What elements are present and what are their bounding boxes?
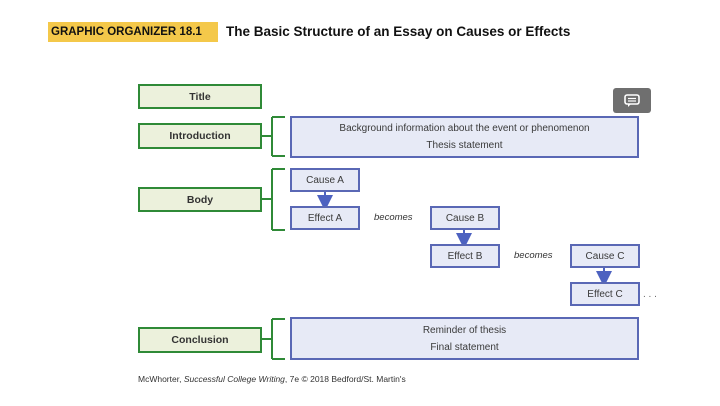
source-credit: McWhorter, Successful College Writing, 7… bbox=[138, 374, 406, 384]
body-box: Body bbox=[138, 187, 262, 212]
cause-c-box: Cause C bbox=[570, 244, 640, 268]
intro-content-box: Background information about the event o… bbox=[290, 116, 639, 158]
effect-b-box: Effect B bbox=[430, 244, 500, 268]
credit-publisher: , 7e © 2018 Bedford/St. Martin's bbox=[284, 374, 406, 384]
comment-icon[interactable] bbox=[613, 88, 651, 113]
becomes-label-2: becomes bbox=[514, 250, 553, 261]
title-box: Title bbox=[138, 84, 262, 109]
credit-book-title: Successful College Writing bbox=[183, 374, 285, 384]
effect-a-box: Effect A bbox=[290, 206, 360, 230]
cause-b-box: Cause B bbox=[430, 206, 500, 230]
credit-author: McWhorter, bbox=[138, 374, 184, 384]
conclusion-reminder-text: Reminder of thesis bbox=[422, 324, 507, 336]
intro-bracket bbox=[262, 116, 285, 157]
cause-a-box: Cause A bbox=[290, 168, 360, 192]
becomes-label-1: becomes bbox=[374, 212, 413, 223]
effect-c-box: Effect C bbox=[570, 282, 640, 306]
conclusion-bracket bbox=[262, 318, 285, 360]
comment-glyph-icon bbox=[624, 93, 640, 107]
body-bracket bbox=[262, 168, 285, 231]
conclusion-final-text: Final statement bbox=[430, 341, 499, 353]
conclusion-box: Conclusion bbox=[138, 327, 262, 353]
intro-background-text: Background information about the event o… bbox=[339, 123, 590, 134]
organizer-badge: GRAPHIC ORGANIZER 18.1 bbox=[48, 22, 218, 42]
conclusion-content-box: Reminder of thesis Final statement bbox=[290, 317, 639, 360]
intro-thesis-text: Thesis statement bbox=[426, 140, 503, 151]
diagram-title: The Basic Structure of an Essay on Cause… bbox=[226, 24, 571, 39]
introduction-box: Introduction bbox=[138, 123, 262, 149]
continuation-ellipsis: . . . bbox=[643, 289, 657, 300]
